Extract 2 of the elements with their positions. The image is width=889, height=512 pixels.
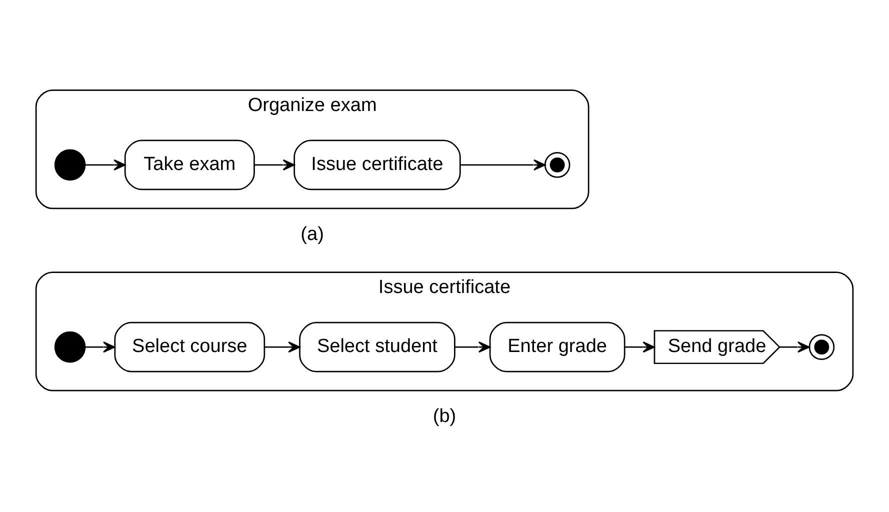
node-label: (b) — [432, 406, 456, 428]
node-label: (a) — [300, 224, 324, 245]
